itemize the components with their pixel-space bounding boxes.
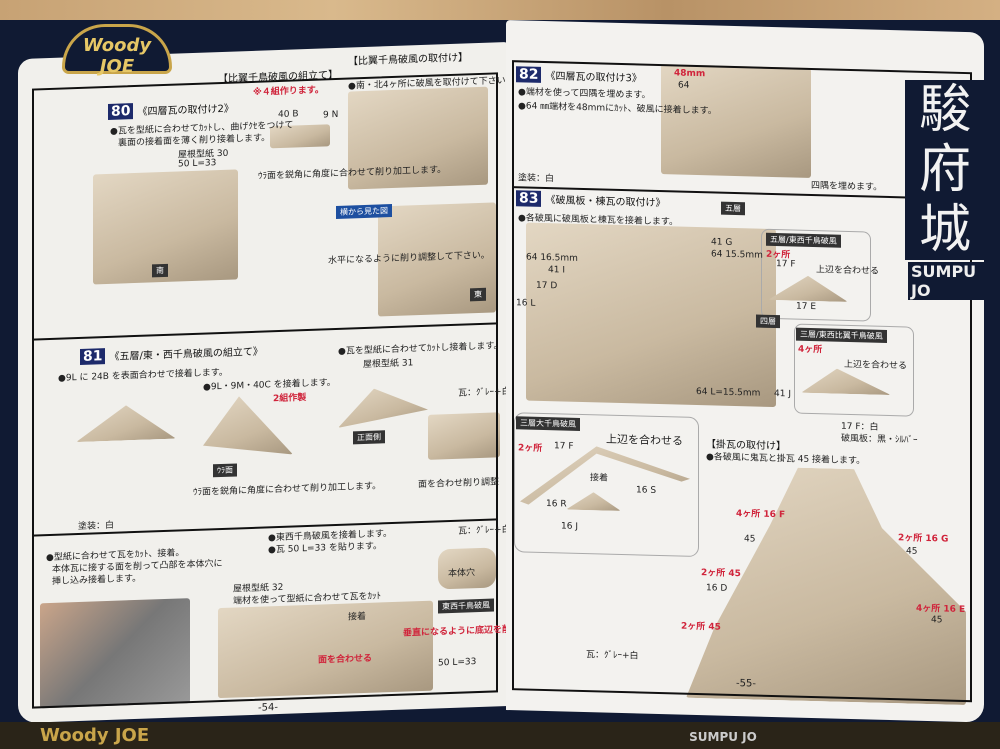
detail-title: 三層/東西比翼千鳥破風 [796,327,887,343]
south-label: 南 [152,263,168,278]
callout: 45 [906,546,918,557]
count: 2ヶ所 [518,443,543,454]
box-bottom-edge: Woody JOE SUMPU JO [0,722,1000,749]
part-label: 17 E [796,301,816,313]
step-number: 82 [516,66,542,83]
left-page: 【比翼千鳥破風の組立て】 ※４組作ります。 80《四層瓦の取付け2》 ●瓦を型紙… [18,42,592,724]
paint-note: 瓦：ｸﾞﾚｰ+白 [458,386,511,399]
part-label: 41 I [548,265,565,276]
align-label: 上辺を合わせる [606,432,683,448]
paint-note: 瓦：ｸﾞﾚｰ+白 [458,524,511,537]
note: 2組作製 [273,393,307,405]
part-label: 16 L [516,298,536,309]
callout: 4ヶ所 16 E [916,603,966,616]
front-label: 正面側 [353,430,385,445]
align-label: 面を合わせる [318,653,373,666]
align-label: 上辺を合わせる [816,265,880,277]
part-label: 64 [678,80,690,91]
detail-title: 三層大千鳥破風 [516,416,580,431]
side-view-label: 横から見た図 [336,204,392,220]
part-label: 17 F [554,441,574,452]
step-number: 80 [108,103,134,120]
count: 4ヶ所 [798,344,823,356]
step-number: 81 [80,348,106,365]
part-label: 17 F [776,259,796,270]
callout: 45 [931,615,943,626]
body-hole-label: 本体穴 [448,568,476,580]
page-number: -54- [258,702,278,714]
callout: 2ヶ所 45 [681,621,721,633]
note: ※４組作ります。 [253,85,324,98]
callout: 16 D [706,583,728,594]
callout: 2ヶ所 16 G [898,533,949,545]
brand-logo: Woody JOE [62,24,172,77]
detail-title: 五層/東西千鳥破風 [766,232,841,248]
paint-note: 瓦：ｸﾞﾚｰ+白 [586,650,639,662]
part-label: 40 B [278,109,299,121]
step-82-title: 82《四層瓦の取付け3》 [516,66,642,85]
back-label: ｳﾗ面 [213,463,237,478]
glue-label: 接着 [348,611,367,623]
part-label: 64 L=15.5mm [696,386,761,399]
template-label: 屋根型紙 31 [363,358,414,371]
gable-label: 東西千鳥破風 [438,598,494,614]
part-label: 41 G [711,237,733,248]
section-title: 【比翼千鳥破風の取付け】 [348,52,468,68]
part-label: 16 S [636,485,657,496]
part-label: 41 J [774,389,791,400]
callout: 2ヶ所 45 [701,568,741,580]
align-label: 上辺を合わせる [844,359,908,372]
part-label: 9 N [323,109,339,121]
step-number: 83 [516,190,542,207]
part-label: 17 D [536,280,558,292]
part-label: 16 J [561,521,578,532]
step-title: 《四層瓦の取付け2》 [137,103,234,118]
east-label: 東 [470,287,486,302]
part-label: 50 L=33 [438,657,477,669]
box-subtitle: SUMPU JO [908,262,1000,300]
paint-note: 破風板：黒・ｼﾙﾊﾞｰ [841,433,918,446]
tier-5-label: 五層 [721,201,745,216]
box-title: 駿府城 [905,80,985,260]
step-title: 《四層瓦の取付け3》 [545,71,642,85]
callout: 45 [744,534,756,545]
bottom-logo: Woody JOE [40,725,150,746]
length-label: 48mm [674,68,706,80]
wooden-table [0,0,1000,22]
paint-note: 塗装：白 [518,173,555,185]
tier-4-label: 四層 [756,314,780,329]
instruction: 四隅を埋めます。 [811,180,883,193]
callout: 4ヶ所 16 F [736,509,786,521]
part-label: 64 16.5mm [526,252,578,264]
bottom-text: SUMPU JO [689,730,757,744]
paint-note: 塗装：白 [78,520,115,533]
step-title: 《破風板・棟瓦の取付け》 [545,195,666,210]
page-number: -55- [736,678,756,690]
part-label: 50 L=33 [178,158,217,170]
part-label: 16 R [546,499,567,510]
part-label: 64 15.5mm [711,249,763,261]
glue-label: 接着 [590,473,609,484]
